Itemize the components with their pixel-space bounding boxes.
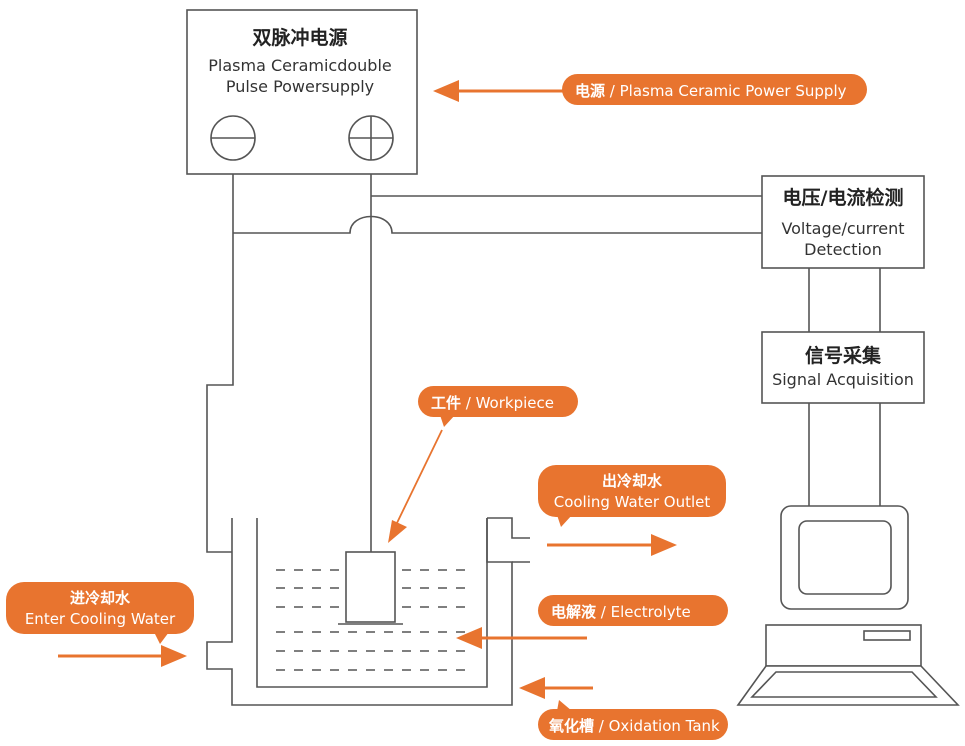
detection-title-en-2: Detection [804, 240, 882, 259]
wiring [206, 160, 881, 553]
plus-terminal-icon [348, 115, 394, 161]
keyboard-inner [750, 671, 938, 698]
callout-cooling-inlet-cn: 进冷却水 [70, 589, 131, 607]
callout-oxidation-tank-cn: 氧化槽 [548, 717, 594, 735]
callout-workpiece-cn: 工件 [431, 394, 461, 412]
power-supply-box: 双脉冲电源 Plasma Ceramicdouble Pulse Powersu… [186, 9, 418, 175]
svg-text:工件 / Workpiece: 工件 / Workpiece [431, 394, 554, 412]
tank-arrow [519, 677, 593, 699]
detection-title-cn: 电压/电流检测 [783, 186, 904, 209]
power-supply-title-cn: 双脉冲电源 [252, 26, 347, 49]
workpiece [345, 551, 396, 623]
tank-outlet-stub [487, 517, 530, 539]
acquisition-title-cn: 信号采集 [805, 344, 882, 367]
minus-terminal-icon [210, 115, 256, 161]
callout-cooling-outlet: 出冷却水 Cooling Water Outlet [538, 465, 726, 527]
callout-cooling-outlet-cn: 出冷却水 [602, 472, 663, 490]
power-supply-title-en-2: Pulse Powersupply [226, 77, 374, 96]
arrows [58, 80, 677, 699]
detection-box: 电压/电流检测 Voltage/current Detection [761, 175, 925, 269]
acquisition-box: 信号采集 Signal Acquisition [761, 331, 925, 404]
callout-power-en: / Plasma Ceramic Power Supply [605, 82, 847, 100]
computer-icon [736, 505, 960, 706]
callout-oxidation-tank: 氧化槽 / Oxidation Tank [538, 700, 728, 740]
callout-workpiece-en: / Workpiece [461, 394, 554, 412]
inlet-arrow [58, 645, 187, 667]
monitor-screen [798, 520, 892, 595]
electrolyte-arrow [456, 627, 587, 649]
disk-slot [863, 630, 911, 641]
callout-electrolyte: 电解液 / Electrolyte [538, 595, 728, 626]
detection-title-en-1: Voltage/current [781, 219, 904, 238]
workpiece-arrow [388, 429, 443, 543]
acquisition-frame [761, 331, 925, 404]
svg-text:电解液 / Electrolyte: 电解液 / Electrolyte [551, 603, 691, 621]
svg-text:氧化槽 / Oxidation Tank: 氧化槽 / Oxidation Tank [548, 717, 720, 735]
callout-power-cn: 电源 [575, 82, 605, 100]
callouts: 电源 / Plasma Ceramic Power Supply 工件 / Wo… [6, 74, 867, 740]
callout-electrolyte-cn: 电解液 [551, 603, 597, 621]
callout-electrolyte-en: / Electrolyte [596, 603, 691, 621]
callout-cooling-inlet: 进冷却水 Enter Cooling Water [6, 582, 194, 644]
callout-workpiece: 工件 / Workpiece [418, 386, 578, 427]
tank-inner-wall [256, 518, 488, 688]
callout-cooling-outlet-en: Cooling Water Outlet [554, 493, 711, 511]
detection-frame [761, 175, 925, 269]
acquisition-title-en: Signal Acquisition [772, 370, 914, 389]
power-supply-title-en-1: Plasma Ceramicdouble [208, 56, 391, 75]
outlet-arrow [547, 534, 677, 556]
electrolyte-lines [276, 569, 470, 671]
svg-text:电源 / Plasma Ceramic Power Supp: 电源 / Plasma Ceramic Power Supply [575, 82, 847, 100]
callout-power: 电源 / Plasma Ceramic Power Supply [562, 74, 867, 105]
power-arrow [433, 80, 565, 102]
callout-oxidation-tank-en: / Oxidation Tank [594, 717, 720, 735]
detection-wire-lower [233, 215, 762, 234]
callout-cooling-inlet-en: Enter Cooling Water [25, 610, 176, 628]
tank-outer-wall [206, 518, 513, 706]
oxidation-tank [206, 517, 530, 706]
negative-lead-wire [206, 160, 234, 553]
